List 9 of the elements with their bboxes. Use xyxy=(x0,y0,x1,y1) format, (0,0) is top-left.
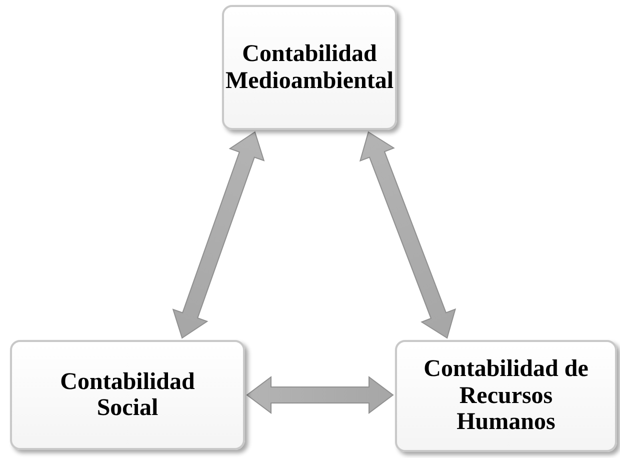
double-arrow xyxy=(172,131,265,339)
double-arrow xyxy=(246,376,394,414)
box-label: Contabilidad de Recursos Humanos xyxy=(422,356,590,436)
box-label: Contabilidad Social xyxy=(59,368,196,422)
box-label: Contabilidad Medioambiental xyxy=(226,41,394,94)
double-arrow xyxy=(359,131,456,339)
text-box xyxy=(395,340,617,452)
text-box xyxy=(222,5,397,130)
text-box xyxy=(10,340,245,450)
